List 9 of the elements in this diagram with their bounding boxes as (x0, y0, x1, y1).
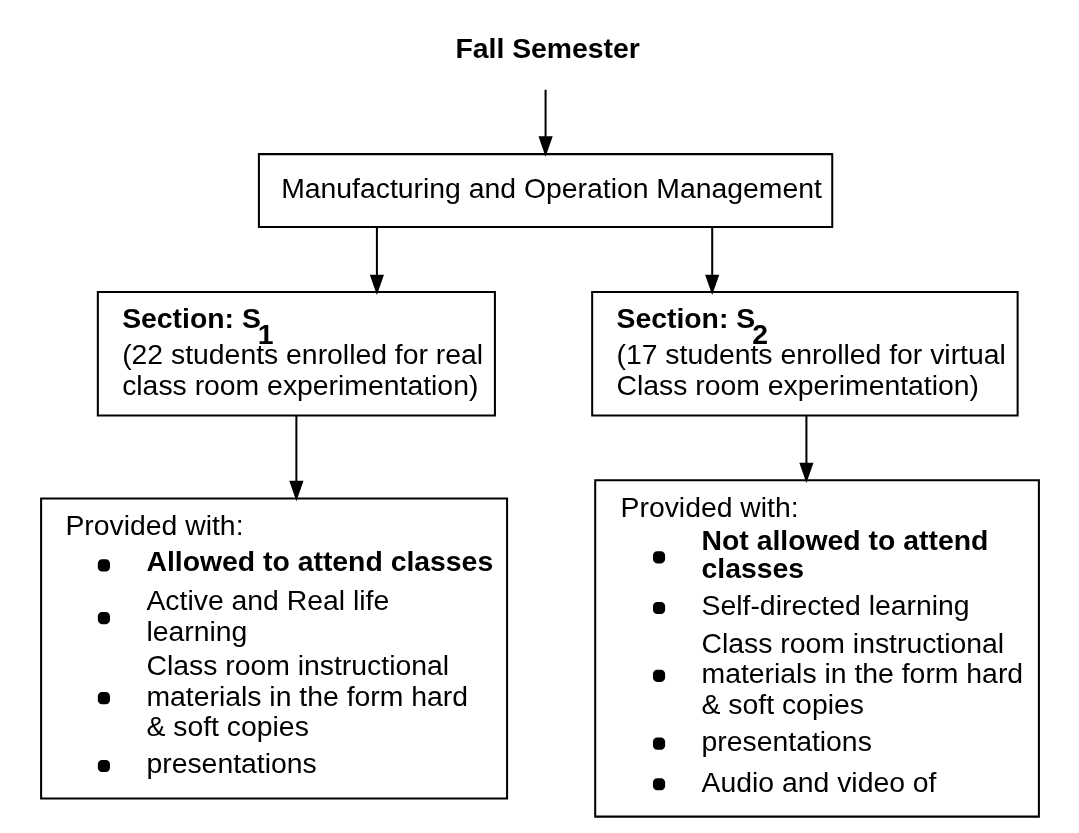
node-box: Manufacturing and Operation Management (257, 153, 833, 229)
node-text: Fall Semester (454, 32, 640, 65)
arrow (537, 89, 553, 157)
arrow (369, 227, 384, 295)
arrow (288, 415, 303, 502)
node-box: Provided with: Not allowed to attend classes Self-directed learning Class room instructional materials in the form hard & soft copies presentations Audio and video of (593, 479, 1040, 818)
arrow (798, 415, 814, 483)
arrow (704, 227, 719, 295)
node-box: Provided with: Allowed to attend classes Active and Real life learning Class room instructional materials in the form hard & soft copies presentations (39, 497, 508, 800)
